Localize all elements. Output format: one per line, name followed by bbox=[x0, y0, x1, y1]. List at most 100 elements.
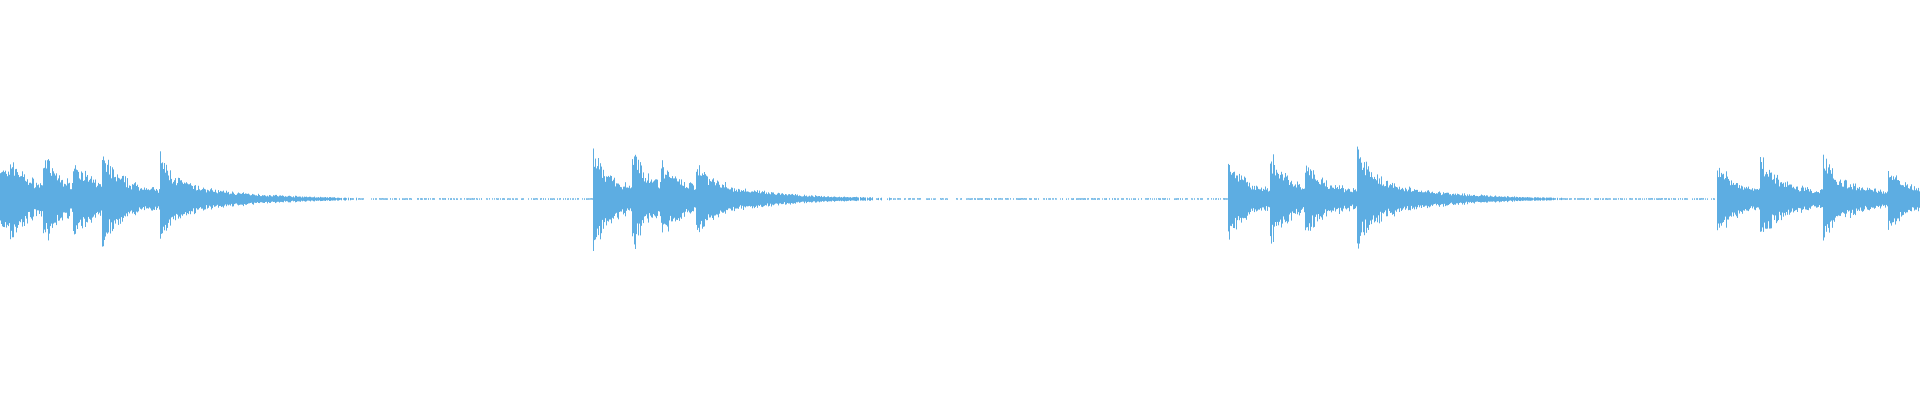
waveform-column bbox=[667, 170, 668, 227]
waveform-column bbox=[321, 197, 322, 201]
waveform-column bbox=[1883, 191, 1884, 206]
waveform-column bbox=[868, 198, 869, 200]
waveform-column bbox=[234, 194, 235, 205]
waveform-column bbox=[300, 196, 301, 202]
waveform-column bbox=[1496, 196, 1497, 202]
waveform-column bbox=[582, 198, 583, 200]
waveform-column bbox=[811, 195, 812, 203]
waveform-column bbox=[1242, 179, 1243, 218]
waveform-column bbox=[84, 180, 85, 219]
waveform-column bbox=[1605, 198, 1606, 200]
waveform-column bbox=[1216, 198, 1217, 200]
waveform-column bbox=[969, 198, 970, 200]
waveform-column bbox=[351, 198, 352, 200]
waveform-column bbox=[13, 162, 14, 238]
waveform-column bbox=[972, 198, 973, 200]
waveform-column bbox=[1586, 198, 1587, 200]
waveform-column bbox=[1278, 174, 1279, 226]
waveform-column bbox=[1229, 165, 1230, 240]
waveform-column bbox=[1332, 187, 1333, 211]
waveform-column bbox=[675, 176, 676, 222]
waveform-column bbox=[1536, 197, 1537, 201]
waveform-column bbox=[718, 181, 719, 218]
waveform-column bbox=[865, 197, 866, 201]
waveform-column bbox=[1896, 175, 1897, 222]
waveform-column bbox=[1837, 184, 1838, 217]
waveform-column bbox=[1694, 198, 1695, 200]
waveform-column bbox=[1891, 175, 1892, 226]
waveform-column bbox=[238, 192, 239, 206]
waveform-column bbox=[297, 196, 298, 202]
waveform-column bbox=[1267, 188, 1268, 211]
waveform-column bbox=[1365, 175, 1366, 220]
waveform-column bbox=[1911, 184, 1912, 212]
waveform-column bbox=[1610, 198, 1611, 200]
waveform-column bbox=[814, 197, 815, 202]
waveform-column bbox=[500, 198, 501, 200]
waveform-column bbox=[1268, 191, 1269, 207]
waveform-column bbox=[1304, 188, 1305, 213]
waveform-column bbox=[220, 190, 221, 206]
waveform-column bbox=[144, 187, 145, 211]
waveform-column bbox=[1564, 198, 1565, 200]
waveform-column bbox=[1567, 198, 1568, 200]
waveform-column bbox=[489, 198, 490, 200]
waveform-column bbox=[1457, 193, 1458, 204]
waveform-column bbox=[1786, 186, 1787, 212]
waveform-column bbox=[405, 198, 406, 200]
waveform-column bbox=[871, 198, 872, 200]
waveform-column bbox=[1744, 187, 1745, 211]
waveform-column bbox=[1010, 198, 1011, 200]
waveform-column bbox=[469, 198, 470, 200]
waveform-column bbox=[1079, 198, 1080, 200]
waveform-column bbox=[66, 185, 67, 213]
waveform-column bbox=[363, 198, 364, 200]
waveform-column bbox=[631, 187, 632, 212]
waveform-column bbox=[87, 175, 88, 223]
waveform-column bbox=[1598, 198, 1599, 200]
waveform-column bbox=[991, 198, 992, 200]
waveform-column bbox=[335, 197, 336, 201]
waveform-column bbox=[1295, 184, 1296, 214]
waveform-column bbox=[1622, 198, 1623, 200]
waveform-column bbox=[1551, 197, 1552, 201]
waveform-column bbox=[789, 194, 790, 204]
waveform-column bbox=[1336, 188, 1337, 210]
waveform-column bbox=[1812, 193, 1813, 206]
waveform-column bbox=[239, 193, 240, 205]
waveform-column bbox=[1452, 194, 1453, 204]
waveform-column bbox=[310, 196, 311, 202]
waveform-column bbox=[212, 190, 213, 209]
waveform-column bbox=[826, 197, 827, 202]
waveform-column bbox=[818, 196, 819, 202]
waveform-column bbox=[1898, 180, 1899, 219]
waveform-column bbox=[426, 198, 427, 200]
waveform-column bbox=[1796, 186, 1797, 210]
waveform-column bbox=[1260, 189, 1261, 209]
waveform-column bbox=[1122, 198, 1123, 200]
waveform-column bbox=[563, 198, 564, 200]
waveform-column bbox=[1312, 178, 1313, 216]
waveform-column bbox=[1703, 198, 1704, 200]
waveform-column bbox=[64, 183, 65, 213]
waveform-column bbox=[740, 191, 741, 206]
waveform-column bbox=[791, 194, 792, 203]
waveform-column bbox=[1269, 190, 1270, 208]
waveform-column bbox=[89, 180, 90, 219]
waveform-column bbox=[797, 194, 798, 203]
waveform-column bbox=[771, 192, 772, 207]
waveform-column bbox=[1468, 195, 1469, 203]
waveform-column bbox=[1178, 198, 1179, 200]
waveform-column bbox=[1544, 197, 1545, 201]
waveform-column bbox=[1877, 192, 1878, 207]
waveform-column bbox=[914, 198, 915, 200]
waveform-column bbox=[1147, 198, 1148, 200]
waveform-column bbox=[541, 198, 542, 200]
waveform-column bbox=[831, 196, 832, 202]
waveform-column bbox=[653, 181, 654, 214]
waveform-column bbox=[1696, 198, 1697, 200]
waveform-column bbox=[808, 196, 809, 202]
waveform-column bbox=[1419, 191, 1420, 208]
waveform-column bbox=[1549, 197, 1550, 201]
